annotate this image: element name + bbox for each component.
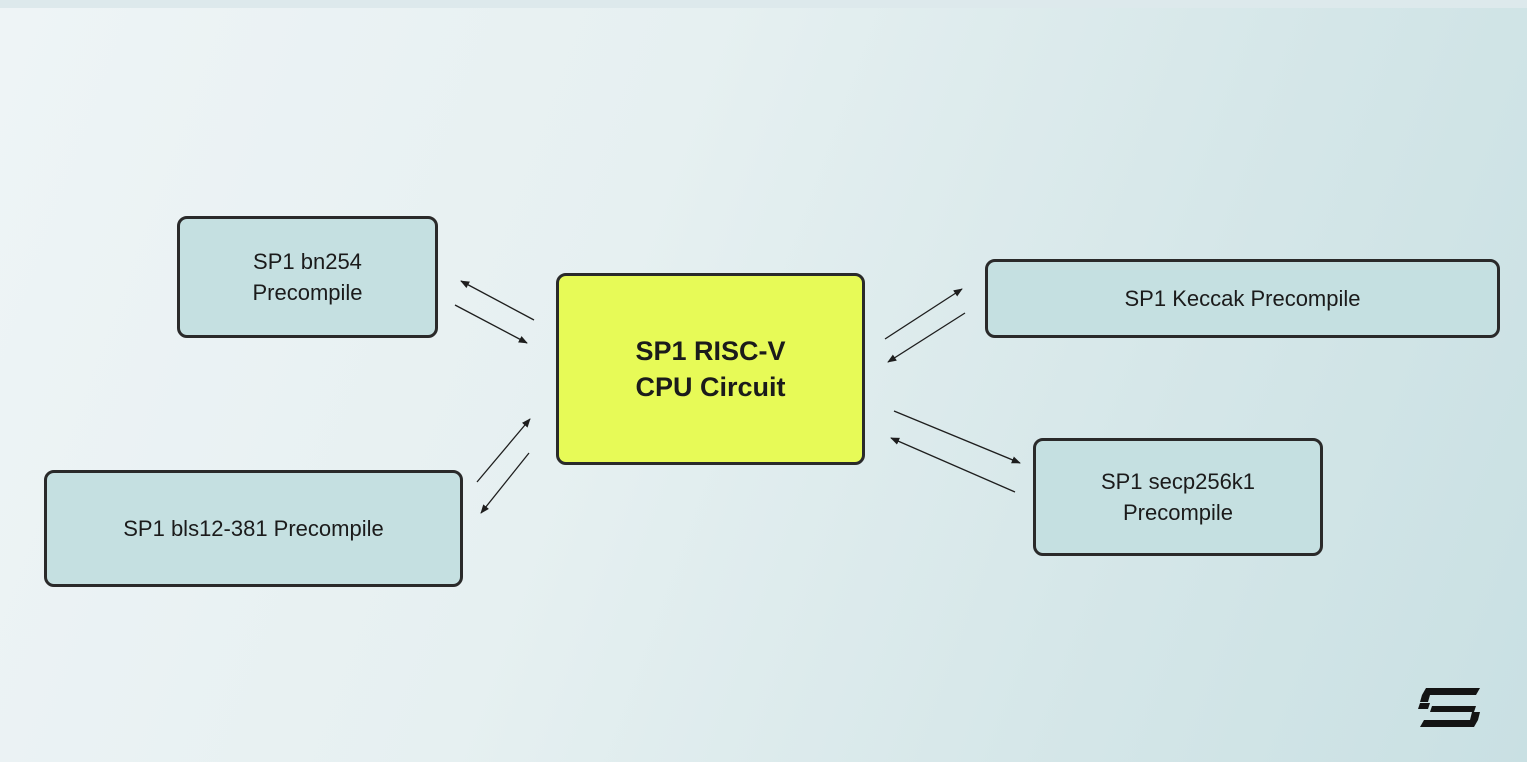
arrow-center-to-keccak — [884, 288, 963, 340]
arrow-secp256k1-to-center — [890, 437, 1016, 493]
node-secp256k1-precompile: SP1 secp256k1 Precompile — [1033, 438, 1323, 556]
node-risc-v-cpu-circuit: SP1 RISC-V CPU Circuit — [556, 273, 865, 465]
arrow-bn254-to-center — [454, 304, 528, 344]
node-bls12-381-precompile: SP1 bls12-381 Precompile — [44, 470, 463, 587]
arrow-keccak-to-center — [887, 312, 966, 363]
arrow-bls12-to-center — [476, 418, 531, 483]
arrow-center-to-bls12 — [480, 452, 530, 514]
top-strip — [0, 0, 1527, 8]
succinct-logo-icon — [1418, 688, 1480, 727]
arrow-center-to-bn254 — [460, 280, 535, 321]
arrow-center-to-secp256k1 — [893, 410, 1021, 464]
node-bn254-precompile: SP1 bn254 Precompile — [177, 216, 438, 338]
node-keccak-precompile: SP1 Keccak Precompile — [985, 259, 1500, 338]
